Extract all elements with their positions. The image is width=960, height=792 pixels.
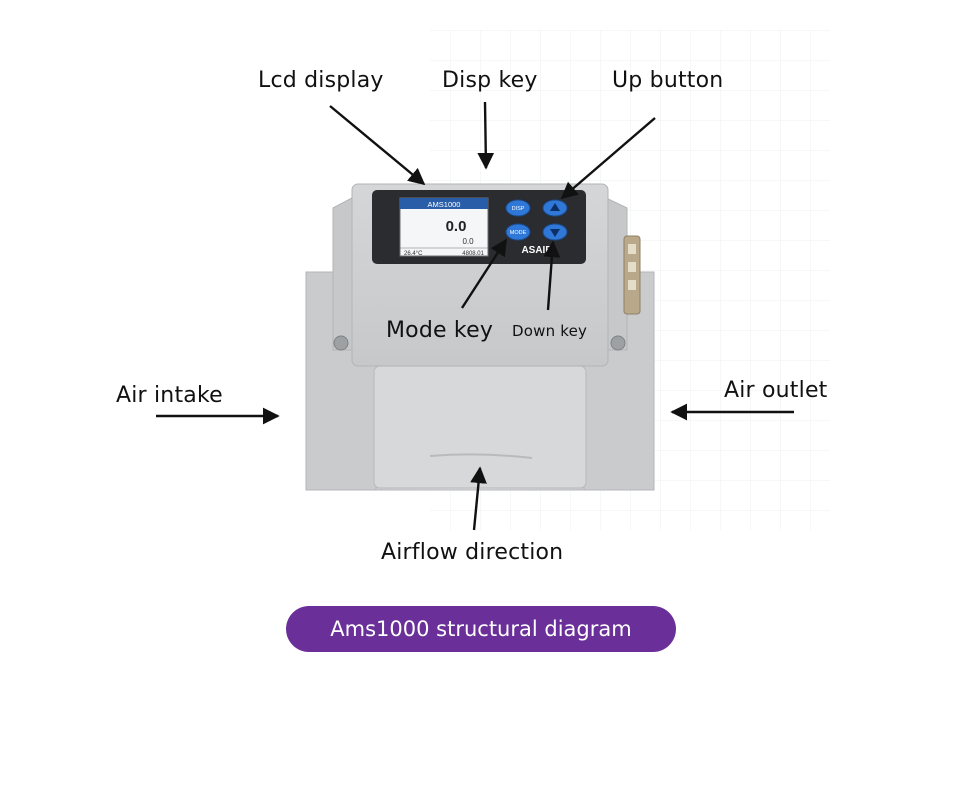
up-button-label: Up button: [612, 68, 724, 93]
lcd-status-left: 26.4°C: [404, 251, 423, 257]
lcd-display-label: Lcd display: [258, 68, 384, 93]
diagram-title: Ams1000 structural diagram: [330, 617, 632, 641]
airflow-direction-arrow: [470, 466, 487, 531]
diagram-title-banner: Ams1000 structural diagram: [286, 606, 676, 652]
lcd-status-right: 4808.01: [462, 251, 484, 257]
mode-key-arrow: [460, 238, 508, 309]
down-key-arrow: [543, 240, 561, 311]
air-outlet-label: Air outlet: [724, 378, 828, 403]
callout-arrows: [156, 101, 794, 531]
mode-button: [505, 223, 531, 241]
lcd-model-label: AMS1000: [428, 200, 461, 209]
lcd-reading-secondary: 0.0: [462, 237, 474, 246]
airflow-direction-label: Airflow direction: [381, 540, 564, 565]
up-button-arrow: [560, 117, 656, 200]
lcd-display-arrow: [329, 105, 426, 186]
disp-button: [505, 199, 531, 217]
down-triangle-icon: [550, 229, 560, 237]
lcd-reading-main: 0.0: [446, 218, 467, 235]
disp-key-label: Disp key: [442, 68, 538, 93]
disp-button-label: DISP: [512, 206, 525, 212]
brand-logo: ASAIR: [521, 245, 553, 256]
air-intake-label: Air intake: [116, 383, 223, 408]
cable-connector: [623, 235, 641, 315]
control-panel: [372, 190, 586, 264]
down-key-label: Down key: [512, 322, 588, 340]
mode-key-label: Mode key: [386, 318, 494, 343]
up-triangle-icon: [550, 203, 560, 211]
mode-button-label: MODE: [510, 230, 527, 236]
disp-key-arrow: [477, 101, 495, 170]
